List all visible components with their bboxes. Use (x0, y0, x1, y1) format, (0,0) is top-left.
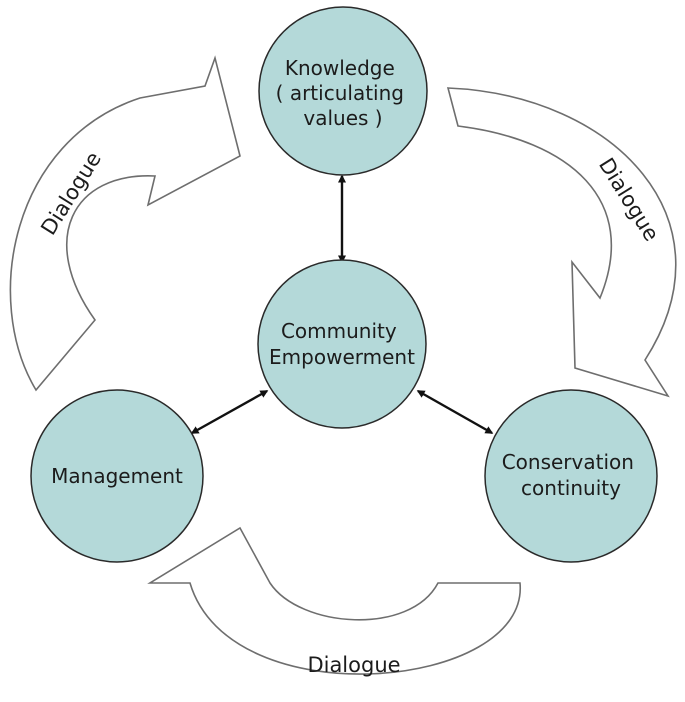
svg-text:Knowledge ( articulating: Knowledge ( articulating values ) (276, 56, 411, 130)
knowledge-line-3: values ) (303, 106, 382, 130)
knowledge-line-2: ( articulating (276, 81, 404, 105)
knowledge-node: Knowledge ( articulating values ) (258, 6, 428, 176)
svg-text:Management: Management (51, 464, 183, 488)
bottom-dialogue-arrow (147, 526, 521, 675)
center-line-2: Empowerment (269, 345, 415, 369)
svg-text:Community Empowerment: Community Empowerment (269, 319, 415, 369)
conservation-line-1: Conservation (502, 450, 634, 474)
conservation-line-2: continuity (521, 476, 621, 500)
center-conservation-connector (416, 389, 494, 435)
center-node: Community Empowerment (257, 259, 427, 429)
svg-text:Conservation continuity: Conservation continuity (502, 450, 641, 500)
knowledge-line-1: Knowledge (285, 56, 395, 80)
right-dialogue-arrow (446, 87, 677, 398)
left-dialogue-arrow (9, 55, 241, 392)
conservation-node: Conservation continuity (484, 389, 658, 563)
management-node: Management (30, 389, 204, 563)
center-line-1: Community (281, 319, 397, 343)
bottom-dialogue-label: Dialogue (307, 653, 400, 677)
center-management-connector (190, 389, 269, 435)
management-line-1: Management (51, 464, 183, 488)
